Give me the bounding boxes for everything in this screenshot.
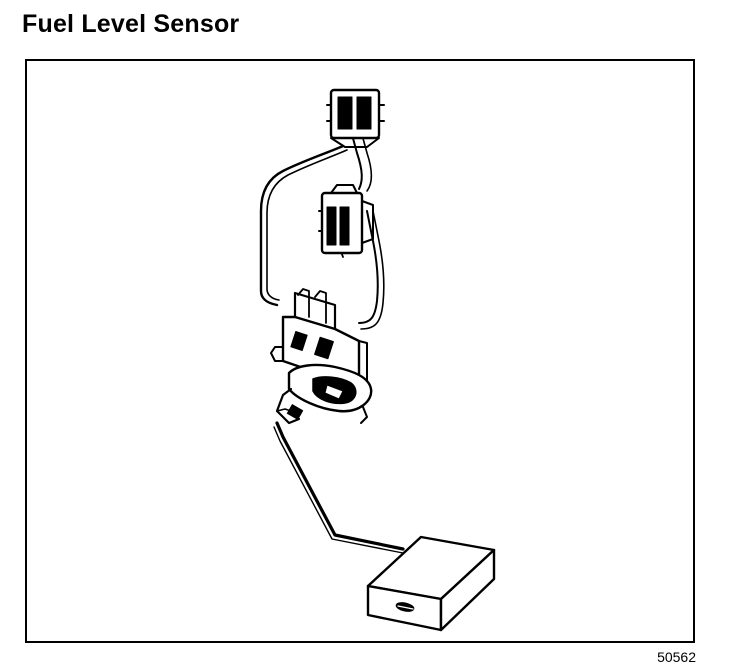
mid-connector [318, 184, 374, 255]
figure-frame [25, 59, 695, 643]
sensor-body [275, 363, 373, 425]
fuel-level-sensor-illustration [259, 88, 496, 632]
float-arm [273, 421, 405, 554]
float [366, 535, 496, 632]
wire-harness [259, 130, 385, 330]
page-title: Fuel Level Sensor [22, 10, 240, 38]
figure-number: 50562 [657, 649, 696, 665]
top-connector [326, 88, 385, 148]
